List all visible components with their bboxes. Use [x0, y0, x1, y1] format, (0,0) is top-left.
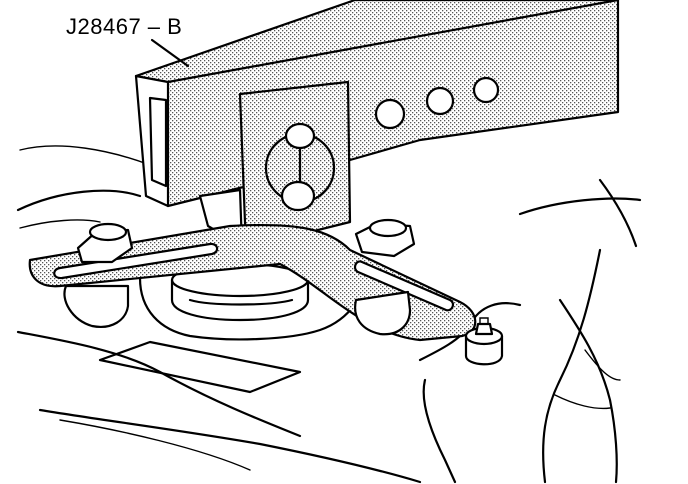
tool-beam: [134, 0, 620, 208]
beam-hole-1: [374, 98, 406, 130]
callout-leader: [150, 38, 190, 68]
beam-hole-3: [472, 76, 500, 104]
arm-slot-left: [53, 242, 219, 280]
tool-callout-label: J28467 – B: [66, 14, 183, 39]
clamp-knob-right: [354, 218, 416, 336]
pin-head-top: [284, 122, 316, 150]
arm-slot-right: [353, 260, 455, 312]
strut-bolt: [464, 317, 504, 366]
beam-hole-2: [425, 86, 455, 116]
clamp-knob-left: [63, 222, 134, 328]
pin-head-bottom: [280, 180, 316, 212]
